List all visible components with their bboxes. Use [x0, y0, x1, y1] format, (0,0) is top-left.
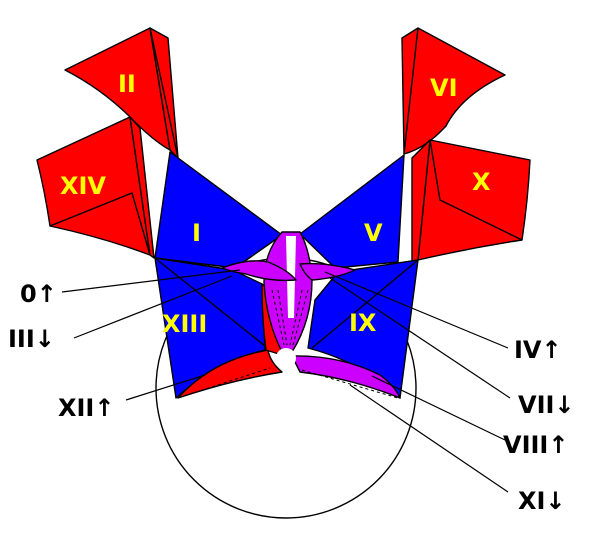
label-I: I [192, 219, 201, 247]
label-VII-down: VII↓ [518, 391, 575, 419]
panel-I [154, 151, 283, 269]
flap-VI [401, 27, 506, 155]
panel-V [299, 154, 405, 269]
label-XIV: XIV [60, 172, 106, 200]
leader-lines [61, 269, 511, 493]
label-VIII-up: VIII↑ [503, 431, 568, 459]
flap-X [411, 139, 531, 263]
flap-XIV [36, 116, 155, 259]
label-IV-up: IV↑ [514, 336, 562, 364]
label-0-up: 0↑ [20, 280, 57, 308]
center-core [177, 231, 401, 399]
label-IX: IX [349, 309, 377, 337]
label-X: X [472, 168, 491, 196]
label-II: II [118, 70, 136, 98]
label-XII-up: XII↑ [58, 394, 114, 422]
label-III-down: III↓ [8, 325, 55, 353]
outer-labels: 0↑ III↓ XII↑ IV↑ VII↓ VIII↑ XI↓ [8, 280, 575, 515]
label-XI-down: XI↓ [518, 487, 566, 515]
label-V: V [364, 219, 383, 247]
label-XIII: XIII [162, 310, 207, 338]
inner-labels: II XIV I VI X V XIII IX [60, 70, 491, 338]
label-VI: VI [430, 74, 458, 102]
